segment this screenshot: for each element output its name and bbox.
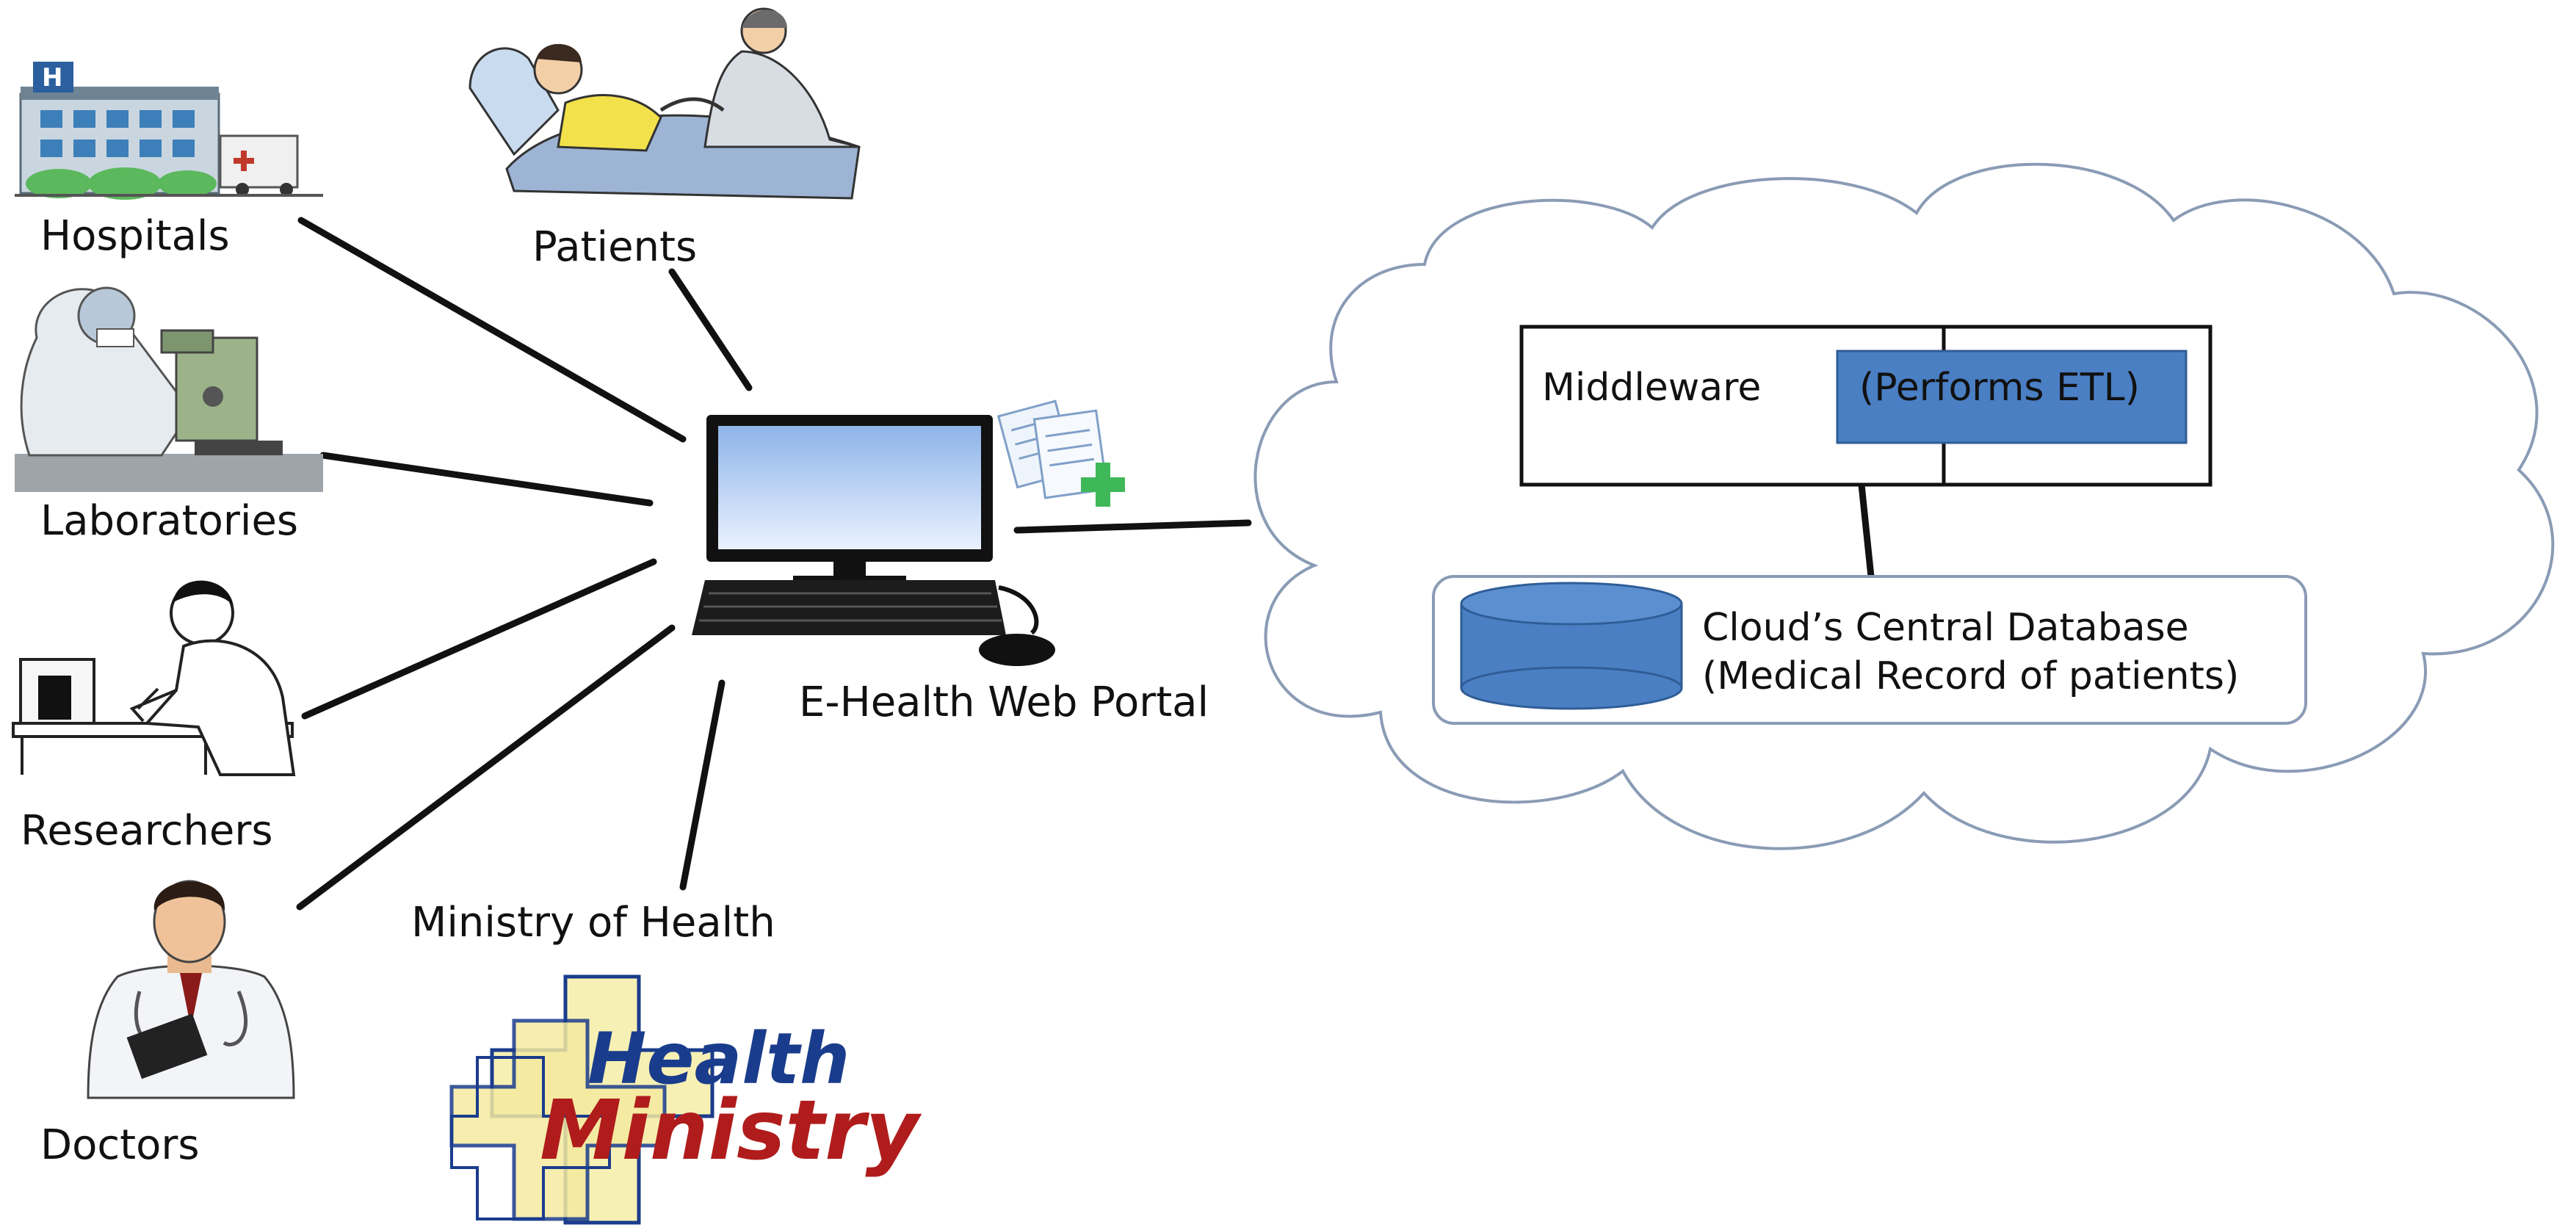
patient-nurse-icon [468,7,861,200]
ministry-label: Ministry of Health [411,899,775,947]
etl-box [1836,350,2188,444]
line-doctors-portal [296,624,676,911]
middleware-label: Middleware [1542,366,1761,410]
hospitals-label: Hospitals [40,212,230,260]
researcher-desk-icon [12,580,296,776]
lab-microscope-icon [15,286,323,492]
database-label-line2: (Medical Record of patients) [1702,654,2239,698]
database-cylinder-icon [1460,582,1683,710]
hospital-building-icon: H [15,62,323,200]
laboratories-label: Laboratories [40,497,298,545]
line-portal-cloud [1013,519,1252,534]
medical-documents-icon [996,399,1125,507]
line-researchers-portal [301,558,657,720]
computer-icon [692,415,1055,666]
database-label-line1: Cloud’s Central Database [1702,606,2189,650]
researchers-label: Researchers [21,807,273,855]
svg-text:H: H [42,63,62,93]
database-box: Cloud’s Central Database (Medical Record… [1432,575,2307,725]
logo-word-health: Health [587,1018,850,1100]
etl-label: (Performs ETL) [1859,366,2140,410]
line-labs-portal [319,452,654,507]
cloud-shape [1253,162,2555,850]
doctor-icon [87,880,295,1099]
patients-label: Patients [532,223,697,271]
line-hospitals-portal [297,217,687,443]
portal-label: E-Health Web Portal [799,679,1209,726]
doctors-label: Doctors [40,1121,200,1169]
connector-lines [296,217,1252,911]
line-middleware-database [1858,484,1875,577]
logo-word-ministry: Ministry [540,1083,922,1179]
health-ministry-logo: Health Ministry [449,974,922,1225]
cloud-icon [1253,162,2555,850]
middleware-frame [1519,325,2213,487]
line-patients-portal [668,268,753,391]
line-ministry-portal [679,679,726,891]
